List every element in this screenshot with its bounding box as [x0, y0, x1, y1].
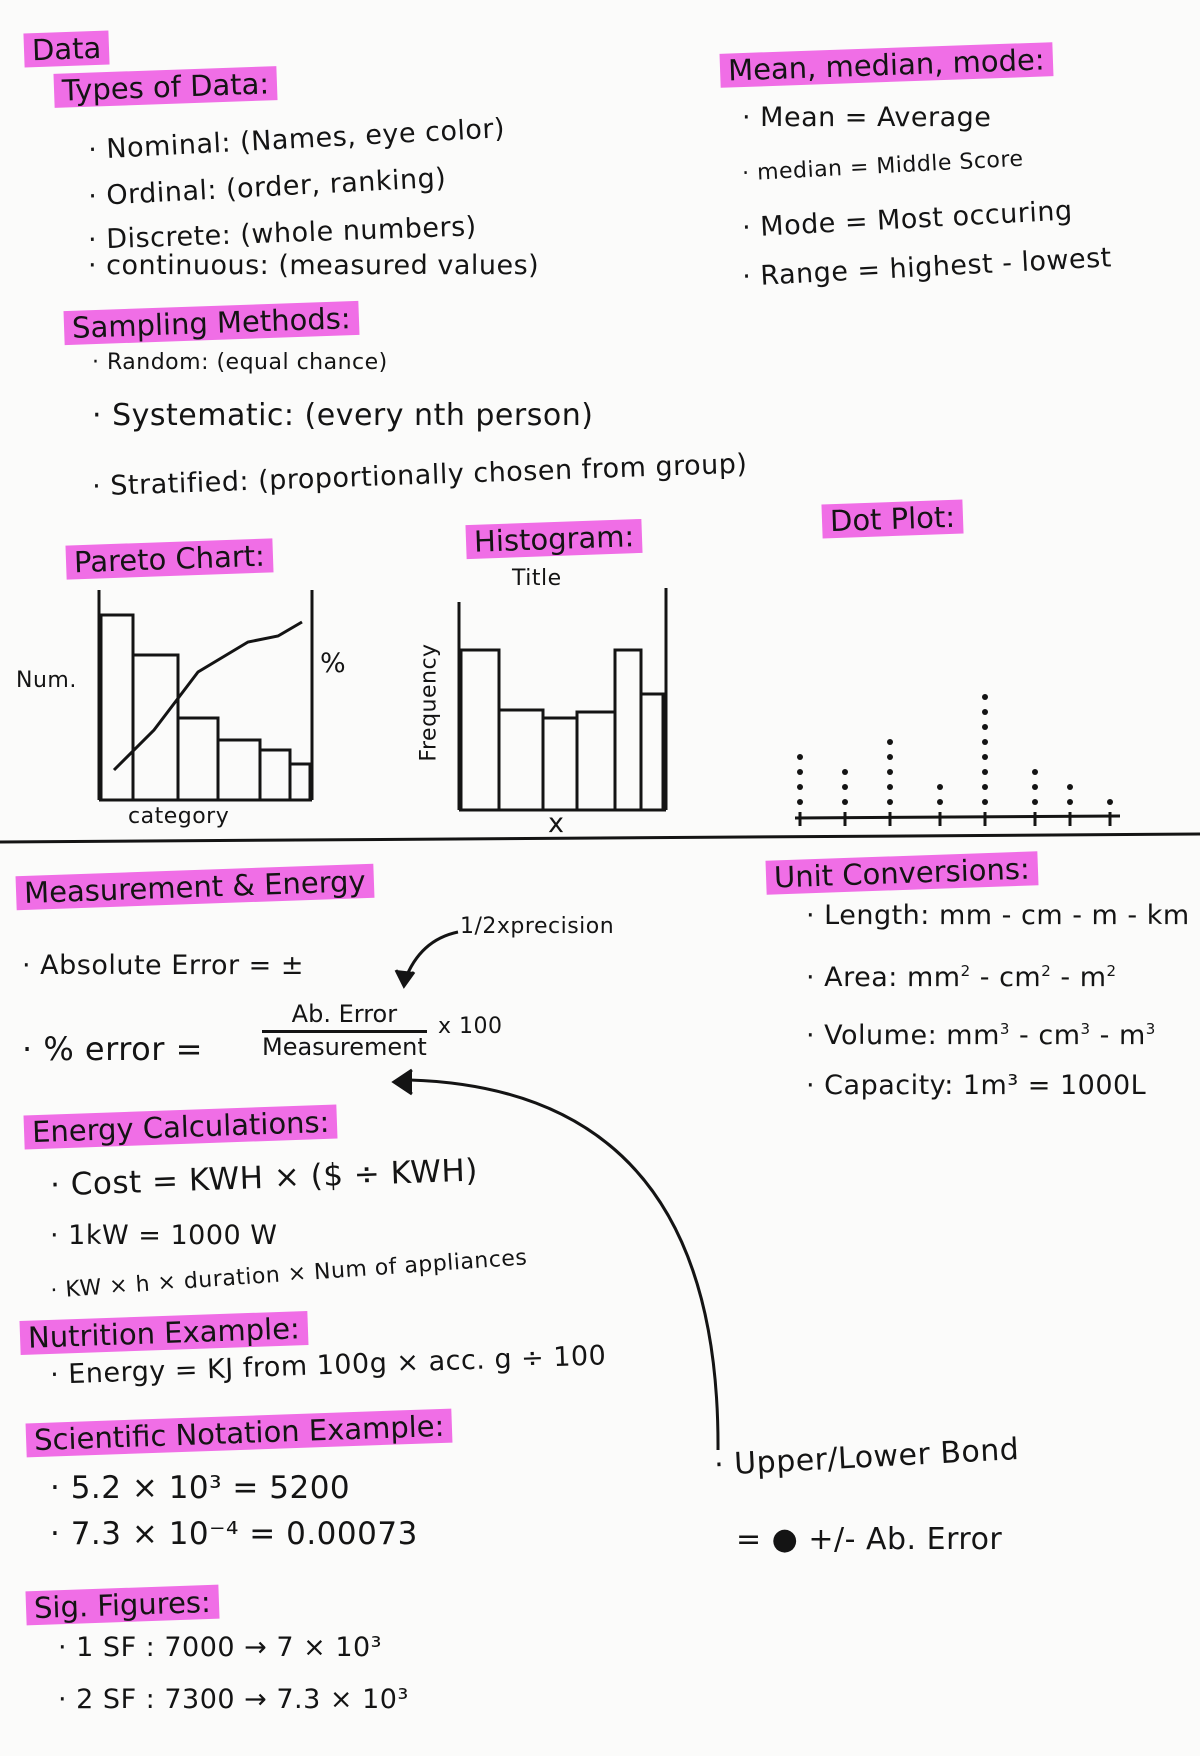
dot-plot-dot	[797, 799, 803, 805]
list-item: · 1kW = 1000 W	[50, 1220, 278, 1251]
pareto-bar	[176, 716, 220, 802]
dot-plot-dot	[982, 694, 988, 700]
histogram-bar	[639, 692, 665, 812]
times-100: x 100	[438, 1014, 503, 1039]
list-item: · Systematic: (every nth person)	[92, 398, 594, 433]
dot-plot-dot	[1032, 769, 1038, 775]
unit-length: · Length: mm - cm - m - km	[806, 900, 1190, 931]
dot-plot-dot	[982, 784, 988, 790]
dot-plot-dot	[842, 799, 848, 805]
histogram-bar	[613, 648, 643, 812]
page-title: Data	[23, 30, 110, 68]
dot-plot-dot	[887, 784, 893, 790]
histogram-bar	[541, 716, 579, 812]
pareto-bar	[288, 762, 312, 802]
precision-note: 1/2xprecision	[460, 914, 615, 939]
dot-plot-dot	[887, 799, 893, 805]
list-item: · 7.3 × 10⁻⁴ = 0.00073	[50, 1516, 418, 1552]
section-divider	[0, 832, 1200, 844]
histogram	[457, 588, 668, 812]
heading-sig-figures: Sig. Figures:	[25, 1584, 220, 1626]
pareto-chart	[97, 590, 314, 802]
dot-plot-dot	[982, 754, 988, 760]
dot-plot-dot	[982, 709, 988, 715]
unit-area: · Area: mm2 - cm2 - m2	[806, 962, 1117, 993]
histogram-x-label: x	[548, 808, 565, 839]
pareto-bar	[99, 613, 135, 802]
dot-plot-dot	[887, 739, 893, 745]
dot-plot-dot	[1067, 784, 1073, 790]
dot-plot-dot	[1032, 784, 1038, 790]
unit-volume: · Volume: mm3 - cm3 - m3	[806, 1020, 1156, 1051]
dot-plot-dot	[1032, 799, 1038, 805]
percent-error-fraction: Ab. Error Measurement	[262, 1000, 427, 1061]
dot-plot-dot	[937, 784, 943, 790]
dot-plot-dot	[797, 784, 803, 790]
histogram-bar	[575, 710, 617, 812]
pareto-x-label: category	[128, 804, 230, 829]
list-item: · Random: (equal chance)	[92, 350, 388, 375]
dot-plot-dot	[1107, 799, 1113, 805]
histogram-bar	[459, 648, 501, 812]
list-item: · continuous: (measured values)	[88, 250, 540, 281]
heading-histogram: Histogram:	[465, 518, 643, 560]
dot-plot-dot	[982, 769, 988, 775]
dot-plot-dot	[982, 799, 988, 805]
pareto-bar	[258, 748, 292, 802]
histogram-y-label: Frequency	[416, 643, 442, 762]
dot-plot-dot	[982, 739, 988, 745]
fraction-numerator: Ab. Error	[262, 1000, 427, 1033]
unit-capacity: · Capacity: 1m³ = 1000L	[806, 1070, 1147, 1101]
pareto-bar	[216, 738, 262, 802]
heading-dot-plot: Dot Plot:	[821, 499, 964, 539]
dot-plot	[794, 694, 1121, 826]
percent-error: · % error =	[22, 1030, 203, 1068]
list-item: · 2 SF : 7300 → 7.3 × 10³	[58, 1684, 409, 1715]
dot-plot-dot	[1067, 799, 1073, 805]
dot-plot-dot	[937, 799, 943, 805]
arrow-bound	[391, 1068, 720, 1451]
pareto-line	[112, 620, 303, 772]
fraction-denominator: Measurement	[262, 1033, 427, 1061]
dot-plot-dot	[797, 769, 803, 775]
list-item: · 5.2 × 10³ = 5200	[50, 1470, 351, 1506]
histogram-title: Title	[512, 566, 562, 591]
pareto-y-label: Num.	[16, 668, 77, 693]
list-item: · 1 SF : 7000 → 7 × 10³	[58, 1632, 383, 1663]
bound-line-2: = ● +/- Ab. Error	[736, 1522, 1003, 1557]
dot-plot-dot	[982, 724, 988, 730]
dot-plot-dot	[887, 769, 893, 775]
histogram-bar	[497, 708, 545, 812]
arrow-precision	[394, 930, 459, 989]
dot-plot-dot	[842, 784, 848, 790]
absolute-error: · Absolute Error = ±	[22, 950, 304, 981]
pareto-y2-label: %	[320, 648, 347, 679]
dot-plot-dot	[842, 769, 848, 775]
dot-plot-dot	[797, 754, 803, 760]
dot-plot-dot	[887, 754, 893, 760]
list-item: · Mean = Average	[742, 102, 992, 133]
heading-pareto: Pareto Chart:	[65, 538, 274, 580]
